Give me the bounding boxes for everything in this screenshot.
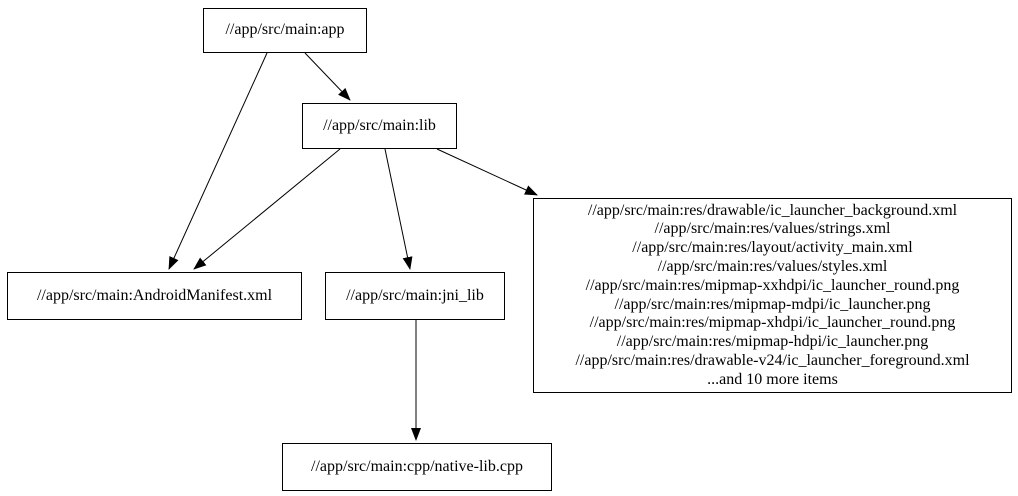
node-lib: //app/src/main:lib [302,103,457,149]
node-jni-lib-label: //app/src/main:jni_lib [346,286,484,304]
edge-lib-to-android-manifest [193,148,341,270]
node-android-manifest: //app/src/main:AndroidManifest.xml [7,272,302,320]
res-group-line: //app/src/main:res/values/styles.xml [657,257,888,275]
edge-lib-to-jni-lib [384,148,413,270]
edge-app-to-lib [304,52,351,101]
node-lib-label: //app/src/main:lib [323,116,436,134]
res-group-line: //app/src/main:res/mipmap-hdpi/ic_launch… [616,333,929,351]
node-app-label: //app/src/main:app [225,21,345,39]
node-native-lib: //app/src/main:cpp/native-lib.cpp [282,443,552,491]
node-jni-lib: //app/src/main:jni_lib [325,272,505,320]
res-group-line: //app/src/main:res/drawable-v24/ic_launc… [575,351,970,369]
res-group-line-more: ...and 10 more items [707,370,838,388]
res-group-line: //app/src/main:res/layout/activity_main.… [632,239,913,257]
res-group-line: //app/src/main:res/mipmap-mdpi/ic_launch… [614,295,931,313]
res-group-line: //app/src/main:res/drawable/ic_launcher_… [587,201,958,219]
edge-app-to-android-manifest [168,52,268,270]
edge-lib-to-res-group [436,148,538,196]
res-group-line: //app/src/main:res/mipmap-xxhdpi/ic_laun… [585,276,960,294]
node-native-lib-label: //app/src/main:cpp/native-lib.cpp [311,457,523,475]
res-group-line: //app/src/main:res/mipmap-xhdpi/ic_launc… [589,314,956,332]
res-group-line: //app/src/main:res/values/strings.xml [654,220,891,238]
node-android-manifest-label: //app/src/main:AndroidManifest.xml [36,286,273,304]
node-res-group: //app/src/main:res/drawable/ic_launcher_… [533,198,1012,393]
node-app: //app/src/main:app [203,8,367,53]
